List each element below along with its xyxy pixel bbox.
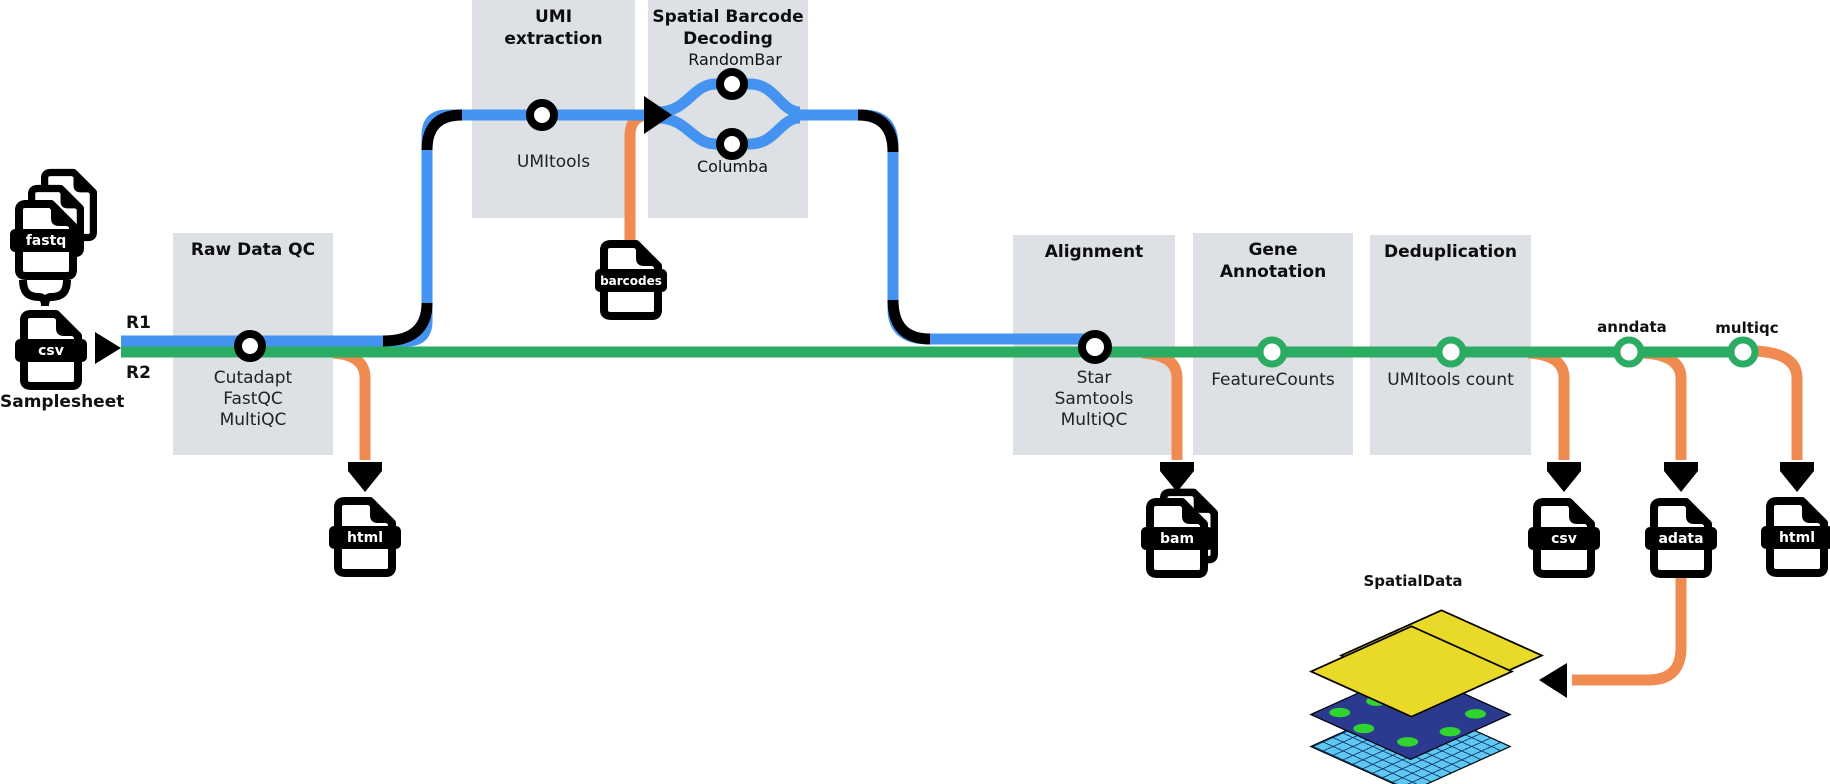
branch-anndata-adata <box>1642 347 1687 460</box>
tool-label: Star <box>1076 368 1112 388</box>
stage-title-line: Alignment <box>1044 242 1144 262</box>
file-icon-bam: bam <box>1141 488 1222 580</box>
stage-title: Raw Data QC <box>173 239 333 261</box>
branch-alignment-bam <box>1141 347 1183 460</box>
arrow-down-adata <box>1664 462 1698 492</box>
stage-title: Deduplication <box>1370 241 1531 263</box>
multiqc-node-label: multiqc <box>1715 319 1779 337</box>
arrow-left-spatialdata <box>1539 663 1567 698</box>
spatial-dot <box>1324 705 1355 719</box>
spatial-dot <box>1348 721 1379 735</box>
file-icon-adata: adata <box>1645 498 1717 578</box>
arrow-down-html-left <box>348 462 382 492</box>
stage-box-gene-annotation: Gene Annotation FeatureCounts <box>1193 233 1353 455</box>
branch-rawqc-html <box>332 347 371 460</box>
node-columba <box>716 128 748 160</box>
anndata-node-label: anndata <box>1597 318 1667 336</box>
file-icon-html-report: html <box>1761 497 1830 577</box>
stage-title-line: Raw Data QC <box>190 240 316 260</box>
file-label-csv: csv <box>15 339 87 362</box>
node-gene-annotation <box>1256 336 1288 368</box>
spatial-dot <box>1392 734 1423 749</box>
branch-multiqc-html <box>1754 345 1803 460</box>
stage-tools: Star Samtools MultiQC <box>1013 368 1175 431</box>
stage-title-line: Gene Annotation <box>1219 240 1327 282</box>
tool-label: FeatureCounts <box>1211 370 1335 390</box>
branch-adata-spatialdata <box>1572 572 1687 686</box>
black-elbows <box>382 109 931 347</box>
elbow-up-after-rawqc <box>382 302 433 347</box>
stage-tools: UMItools <box>472 152 635 173</box>
spatial-dot <box>1434 724 1465 738</box>
file-label-fastq: fastq <box>10 229 82 252</box>
file-label-html: html <box>329 526 401 549</box>
branch-dedup-csv <box>1527 347 1570 460</box>
stage-title-line: UMI <box>534 7 573 27</box>
file-label-bam: bam <box>1141 527 1213 550</box>
elbow-down-after-decoding <box>857 109 899 153</box>
node-randombar <box>716 68 748 100</box>
samplesheet-input-triangle <box>95 332 121 364</box>
spatial-dot <box>1460 706 1490 721</box>
samplesheet-caption: Samplesheet <box>0 392 125 412</box>
spatialdata-layers <box>1300 600 1544 784</box>
orange-output-lines <box>332 109 1803 686</box>
file-icon-fastq-stack: fastq <box>10 168 101 292</box>
stage-title-line: Spatial Barcode <box>652 7 804 27</box>
file-label-csv: csv <box>1528 527 1600 550</box>
tool-label: UMItools <box>516 152 591 172</box>
split-junction-triangle <box>644 96 672 134</box>
branch-barcodes-input <box>624 109 651 242</box>
read2-label: R2 <box>126 363 151 383</box>
randombar-label: RandomBar <box>688 50 782 69</box>
node-raw-data-qc <box>234 330 266 362</box>
file-label-html: html <box>1761 526 1830 549</box>
columba-label: Columba <box>696 157 769 176</box>
stage-title-line: Deduplication <box>1383 242 1518 262</box>
stage-tools: UMItools count <box>1370 370 1531 391</box>
file-icon-csv: csv <box>1528 498 1600 578</box>
node-umi-extraction <box>526 99 558 131</box>
station-nodes <box>234 68 1759 368</box>
arrow-down-html-right <box>1780 462 1814 492</box>
tool-label: MultiQC <box>1060 410 1128 430</box>
arrow-down-csv <box>1547 462 1581 492</box>
tool-label: Cutadapt <box>213 368 293 388</box>
brace-icon <box>19 279 71 307</box>
node-multiqc <box>1727 336 1759 368</box>
file-label-barcodes: barcodes <box>595 269 667 292</box>
elbow-into-alignment-row <box>887 299 931 345</box>
tool-label: MultiQC <box>219 410 287 430</box>
blue-segment-start-to-split <box>121 109 660 347</box>
arrow-down-bam <box>1160 462 1194 492</box>
blue-segment-merge-to-alignment <box>795 109 1090 345</box>
tool-label: Samtools <box>1054 389 1134 409</box>
stage-title-line: Decoding <box>683 29 773 49</box>
elbow-into-umi-row <box>421 109 463 151</box>
node-deduplication <box>1435 336 1467 368</box>
read1-label: R1 <box>126 313 151 333</box>
stage-tools: Cutadapt FastQC MultiQC <box>173 368 333 431</box>
file-icon-barcodes: barcodes <box>595 240 667 320</box>
file-icon-samplesheet-csv: csv <box>15 310 87 390</box>
stage-title: Alignment <box>1013 241 1175 263</box>
tool-label: FastQC <box>223 389 283 409</box>
stage-title-line: extraction <box>504 29 603 49</box>
spatialdata-caption: SpatialData <box>1363 572 1463 590</box>
file-icon-html-rawqc: html <box>329 497 401 577</box>
stage-title: UMI extraction <box>472 6 635 50</box>
node-alignment <box>1078 330 1112 364</box>
output-arrowheads <box>348 462 1814 698</box>
tool-label: UMItools count <box>1387 370 1514 390</box>
stage-title: Gene Annotation <box>1193 239 1353 283</box>
stage-title: Spatial Barcode Decoding <box>648 6 808 50</box>
node-anndata <box>1613 336 1645 368</box>
stage-tools: FeatureCounts <box>1193 370 1353 391</box>
file-label-adata: adata <box>1645 527 1717 550</box>
